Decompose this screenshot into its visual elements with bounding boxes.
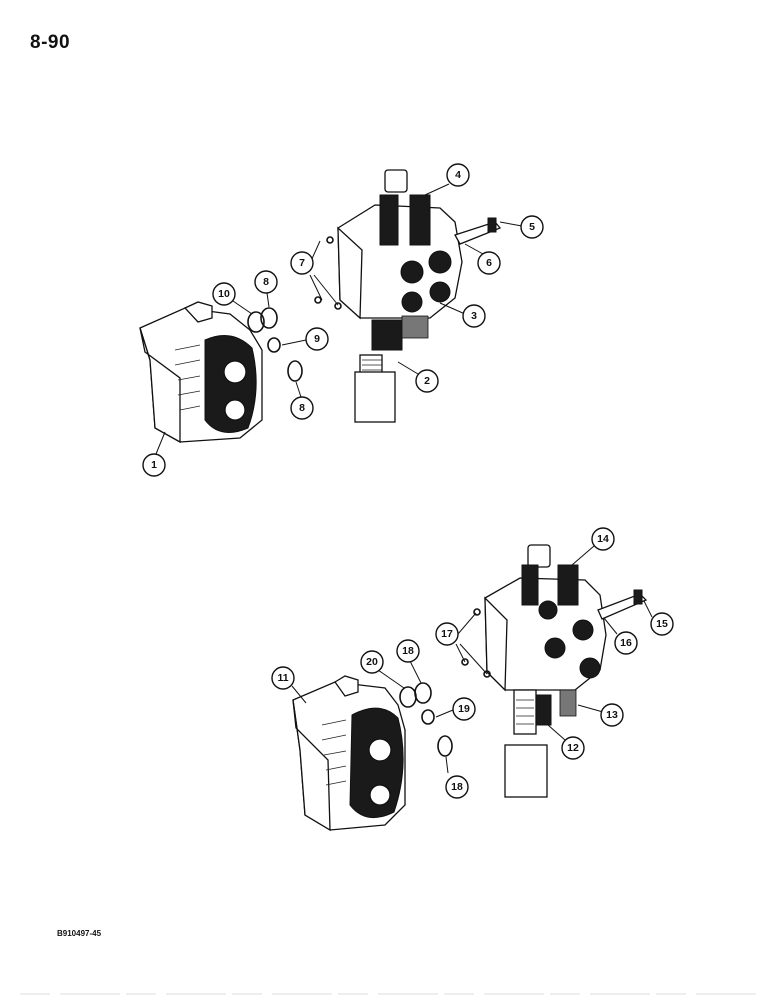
callout-label: 19: [458, 703, 470, 715]
seal-ring-18-top: [414, 682, 432, 704]
seal-ring-8-bottom: [287, 360, 303, 382]
callout-label: 3: [471, 310, 477, 322]
callout-label: 11: [277, 672, 288, 684]
callout-label: 8: [263, 276, 269, 288]
callout-8-upper: 8: [254, 270, 278, 294]
figure-code: B910497-45: [57, 929, 102, 938]
seal-ring-9: [267, 337, 281, 353]
callout-6: 6: [477, 251, 501, 275]
pump-housing-lower: [292, 675, 406, 832]
callout-13: 13: [600, 703, 624, 727]
callout-label: 16: [620, 637, 632, 649]
callout-label: 12: [567, 742, 579, 754]
page-number: 8-90: [30, 32, 71, 53]
callout-label: 6: [486, 257, 492, 269]
callout-15: 15: [650, 612, 674, 636]
control-valve-lower: [461, 544, 648, 798]
callout-2: 2: [415, 369, 439, 393]
callout-label: 20: [366, 656, 378, 668]
callout-label: 18: [402, 645, 414, 657]
callout-8-lower: 8: [290, 396, 314, 420]
control-valve-upper: [314, 169, 502, 423]
callout-label: 10: [218, 288, 230, 300]
callout-label: 2: [424, 375, 430, 387]
callout-3: 3: [462, 304, 486, 328]
callout-16: 16: [614, 631, 638, 655]
callout-label: 17: [441, 628, 453, 640]
callout-label: 18: [451, 781, 463, 793]
callout-label: 15: [656, 618, 668, 630]
callout-1: 1: [142, 453, 166, 477]
seal-ring-20: [399, 686, 417, 708]
seal-ring-19: [421, 709, 435, 725]
callout-label: 1: [151, 459, 157, 471]
callout-label: 9: [314, 333, 320, 345]
callout-14: 14: [591, 527, 615, 551]
callout-label: 13: [606, 709, 618, 721]
callout-label: 4: [455, 169, 461, 181]
callout-12: 12: [561, 736, 585, 760]
callout-17: 17: [435, 622, 459, 646]
callout-label: 8: [299, 402, 305, 414]
callout-18-lower: 18: [445, 775, 469, 799]
callout-label: 7: [299, 257, 305, 269]
seal-ring-8-top: [260, 307, 278, 329]
callout-11: 11: [271, 666, 295, 690]
pump-housing-upper: [139, 301, 263, 444]
callout-18-upper: 18: [396, 639, 420, 663]
callout-label: 14: [597, 533, 609, 545]
callout-5: 5: [520, 215, 544, 239]
callout-10: 10: [212, 282, 236, 306]
callout-label: 5: [529, 221, 535, 233]
callout-20: 20: [360, 650, 384, 674]
callout-9: 9: [305, 327, 329, 351]
callout-7: 7: [290, 251, 314, 275]
callout-4: 4: [446, 163, 470, 187]
seal-ring-18-bottom: [437, 735, 453, 757]
callout-19: 19: [452, 697, 476, 721]
seal-ring-10: [247, 311, 265, 333]
